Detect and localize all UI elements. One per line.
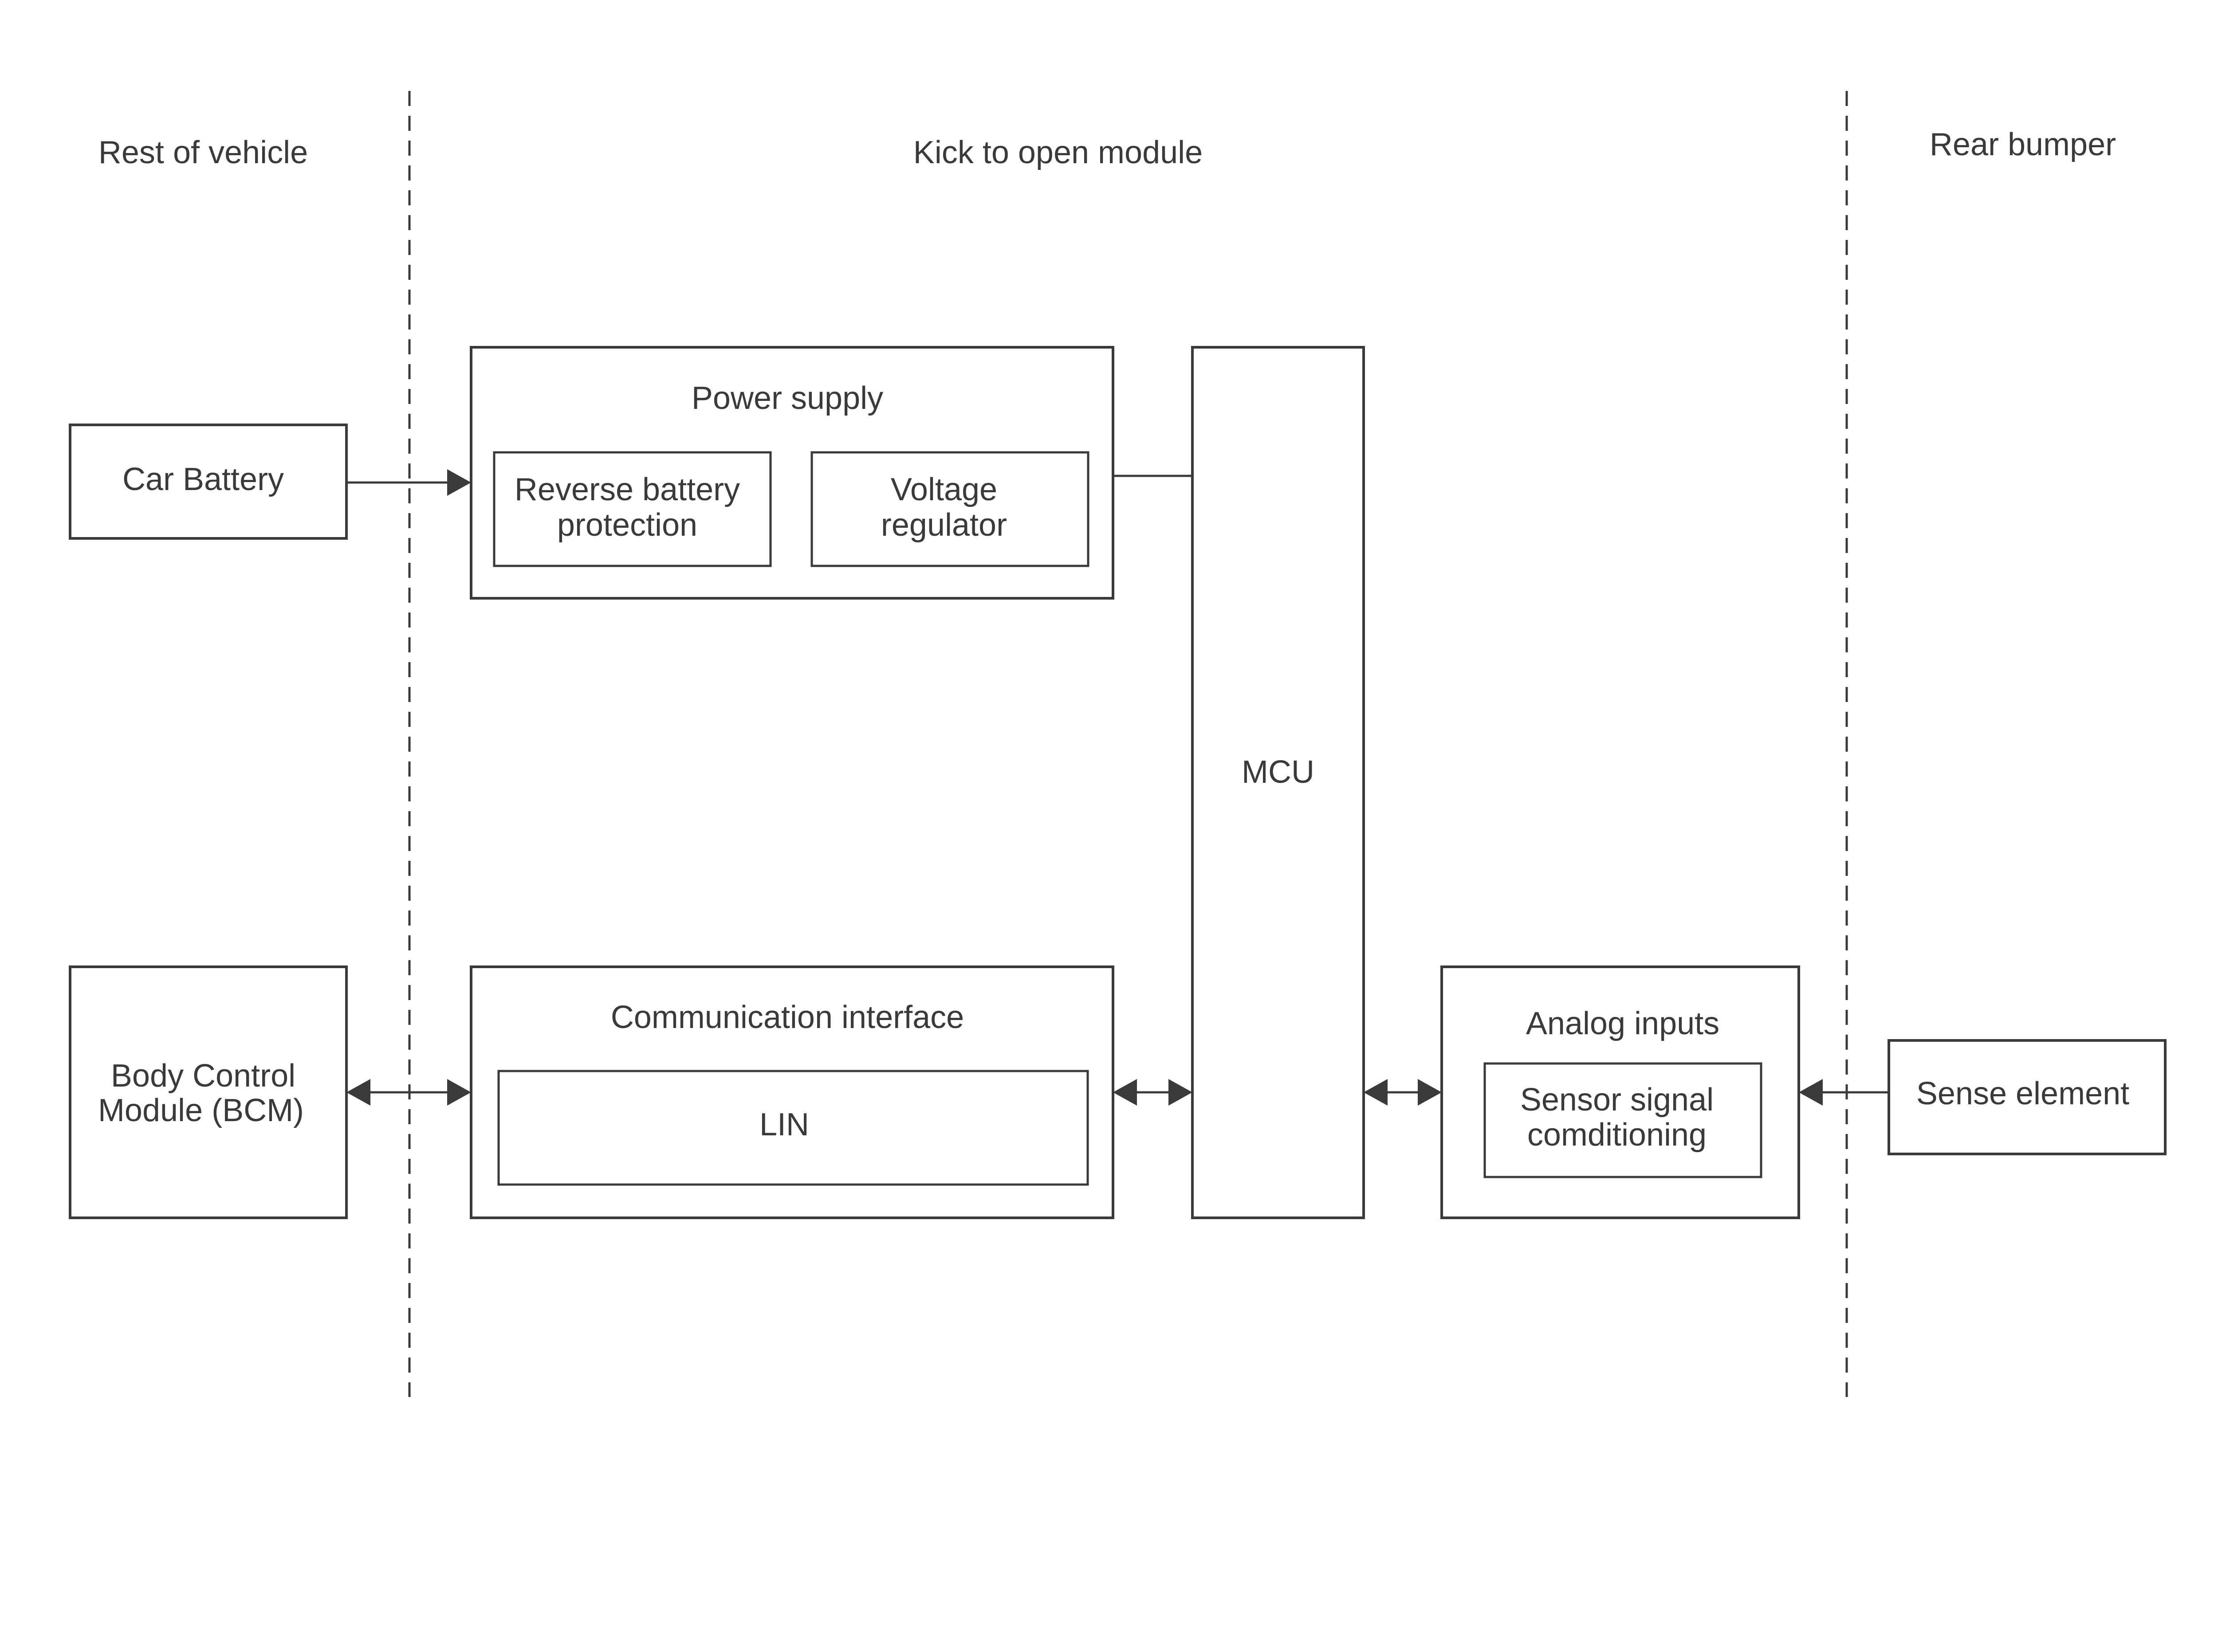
arrowhead-right-icon bbox=[447, 469, 471, 496]
bcm-box bbox=[69, 965, 348, 1219]
arrowhead-right-icon bbox=[1418, 1079, 1442, 1106]
arrowhead-right-icon bbox=[1168, 1079, 1192, 1106]
reverse-battery-label-line1: Reverse battery bbox=[515, 472, 740, 507]
voltage-regulator-label-line1: Voltage bbox=[891, 472, 997, 507]
mcu-box bbox=[1191, 346, 1365, 1219]
connector-sense-element-to-analog-inputs bbox=[1799, 1079, 1889, 1106]
mcu-label: MCU bbox=[1242, 754, 1314, 790]
sense-element-label: Sense element bbox=[1916, 1076, 2129, 1111]
region-label-kick-module: Kick to open module bbox=[913, 135, 1203, 170]
communication-interface-block: Communication interface LIN bbox=[470, 965, 1114, 1219]
connector-bcm-to-communication bbox=[346, 1079, 471, 1106]
connector-mcu-to-analog-inputs bbox=[1364, 1079, 1442, 1106]
lin-label: LIN bbox=[759, 1107, 809, 1142]
communication-interface-label: Communication interface bbox=[611, 1000, 964, 1035]
power-supply-label: Power supply bbox=[692, 381, 883, 416]
sense-element-box bbox=[1888, 1039, 2167, 1155]
arrowhead-left-icon bbox=[346, 1079, 370, 1106]
connector-battery-to-power-supply bbox=[346, 469, 471, 496]
reverse-battery-label-line2: protection bbox=[557, 507, 697, 543]
sense-element-block: Sense element bbox=[1888, 1039, 2167, 1155]
arrowhead-left-icon bbox=[1113, 1079, 1137, 1106]
sensor-signal-label-line2: comditioning bbox=[1527, 1117, 1707, 1153]
lin-box bbox=[497, 1070, 1089, 1186]
arrowhead-left-icon bbox=[1799, 1079, 1823, 1106]
bcm-block: Body Control Module (BCM) bbox=[69, 965, 348, 1219]
sensor-signal-label-line1: Sensor signal bbox=[1520, 1082, 1714, 1118]
car-battery-label: Car Battery bbox=[122, 462, 284, 497]
reverse-battery-protection-box bbox=[493, 451, 772, 567]
bcm-label-line2: Module (BCM) bbox=[98, 1093, 304, 1128]
car-battery-block: Car Battery bbox=[69, 424, 348, 540]
car-battery-box bbox=[69, 424, 348, 540]
bcm-label-line1: Body Control bbox=[111, 1058, 295, 1094]
arrowhead-left-icon bbox=[1364, 1079, 1388, 1106]
analog-inputs-block: Analog inputs Sensor signal comditioning bbox=[1440, 965, 1800, 1219]
voltage-regulator-label-line2: regulator bbox=[881, 507, 1007, 543]
mcu-block: MCU bbox=[1191, 346, 1365, 1219]
region-label-rear-bumper: Rear bumper bbox=[1930, 127, 2116, 162]
region-label-rest-of-vehicle: Rest of vehicle bbox=[98, 135, 308, 170]
arrowhead-right-icon bbox=[447, 1079, 471, 1106]
sensor-signal-conditioning-box bbox=[1483, 1062, 1762, 1178]
voltage-regulator-box bbox=[810, 451, 1089, 567]
analog-inputs-label: Analog inputs bbox=[1526, 1006, 1719, 1041]
power-supply-block: Power supply Reverse battery protection … bbox=[470, 346, 1114, 600]
connector-communication-to-mcu bbox=[1113, 1079, 1192, 1106]
